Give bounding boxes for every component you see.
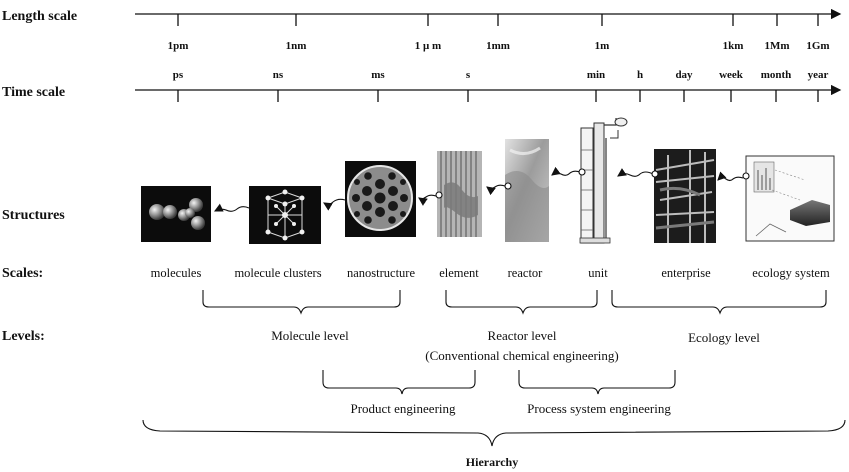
scale-label: molecules [151, 266, 202, 280]
ecology-level-brace [611, 290, 827, 315]
reactor-flow-icon [505, 139, 549, 242]
scale-label: unit [588, 266, 608, 280]
scale-label: ecology system [752, 266, 830, 280]
length-tick-label: 1nm [286, 40, 307, 52]
connector-link [323, 198, 346, 211]
distillation-column-icon [579, 117, 628, 244]
chemical-plant-icon [654, 149, 716, 243]
time-tick-label: ns [273, 69, 284, 81]
molecule-level-brace [202, 290, 401, 315]
time-tick-label: s [466, 69, 471, 81]
connector-node [504, 182, 512, 190]
connector-node [578, 168, 586, 176]
scale-label: enterprise [661, 266, 711, 280]
reactor-level-label: Reactor level [488, 328, 557, 343]
process-engineering-brace [518, 370, 676, 395]
time-tick-label: day [675, 69, 693, 81]
catalyst-element-icon [437, 151, 482, 237]
time-tick-label: month [761, 69, 792, 81]
structure-connectors [214, 166, 750, 212]
connector-link [486, 184, 506, 196]
fullerene-cage-icon [345, 161, 416, 237]
time-tick-label: min [587, 69, 605, 81]
product-engineering-label: Product engineering [350, 401, 456, 416]
time-tick-label: year [808, 69, 829, 81]
scale-label: molecule clusters [234, 266, 321, 280]
length-ticks [177, 14, 819, 26]
connector-link [214, 203, 250, 212]
time-tick-label: ms [371, 69, 385, 81]
structures-label: Structures [2, 208, 65, 223]
connector-link [617, 168, 654, 177]
molecule-model-icon [141, 186, 211, 242]
scale-label: reactor [508, 266, 544, 280]
time-tick-label: week [719, 69, 744, 81]
levels-label: Levels: [2, 329, 45, 344]
connector-link [551, 166, 581, 176]
length-tick-label: 1m [595, 40, 610, 52]
ecology-level-label: Ecology level [688, 330, 760, 345]
scales-label: Scales: [2, 266, 43, 281]
process-engineering-label: Process system engineering [527, 401, 671, 416]
length-tick-label: 1mm [486, 40, 510, 52]
time-tick-label: h [637, 69, 643, 81]
length-tick-label: 1Mm [764, 40, 789, 52]
scale-label: element [439, 266, 479, 280]
connector-link [717, 171, 744, 182]
connector-link [418, 194, 437, 206]
length-tick-labels: 1pm 1nm 1 μ m 1mm 1m 1km 1Mm 1Gm [168, 40, 830, 52]
product-engineering-brace [322, 370, 476, 395]
length-tick-label: 1pm [168, 40, 189, 52]
hierarchy-label: Hierarchy [466, 455, 518, 469]
scale-label: nanostructure [347, 266, 415, 280]
ecology-map-icon [745, 155, 835, 242]
time-ticks [177, 90, 819, 102]
molecule-level-label: Molecule level [271, 328, 349, 343]
length-scale-label: Length scale [2, 9, 77, 24]
molecular-cluster-icon [249, 186, 321, 244]
reactor-level-brace [445, 290, 598, 315]
length-tick-label: 1km [723, 40, 744, 52]
scale-labels: molecules molecule clusters nanostructur… [151, 266, 830, 280]
length-tick-label: 1Gm [806, 40, 829, 52]
time-scale-label: Time scale [2, 85, 65, 100]
connector-node [742, 172, 750, 180]
time-tick-labels: ps ns ms s min h day week month year [173, 69, 829, 81]
time-tick-label: ps [173, 69, 184, 81]
conventional-label: (Conventional chemical engineering) [425, 348, 618, 363]
connector-node [435, 191, 443, 199]
connector-node [651, 170, 659, 178]
length-tick-label: 1 μ m [415, 40, 441, 52]
hierarchy-brace [142, 419, 846, 447]
